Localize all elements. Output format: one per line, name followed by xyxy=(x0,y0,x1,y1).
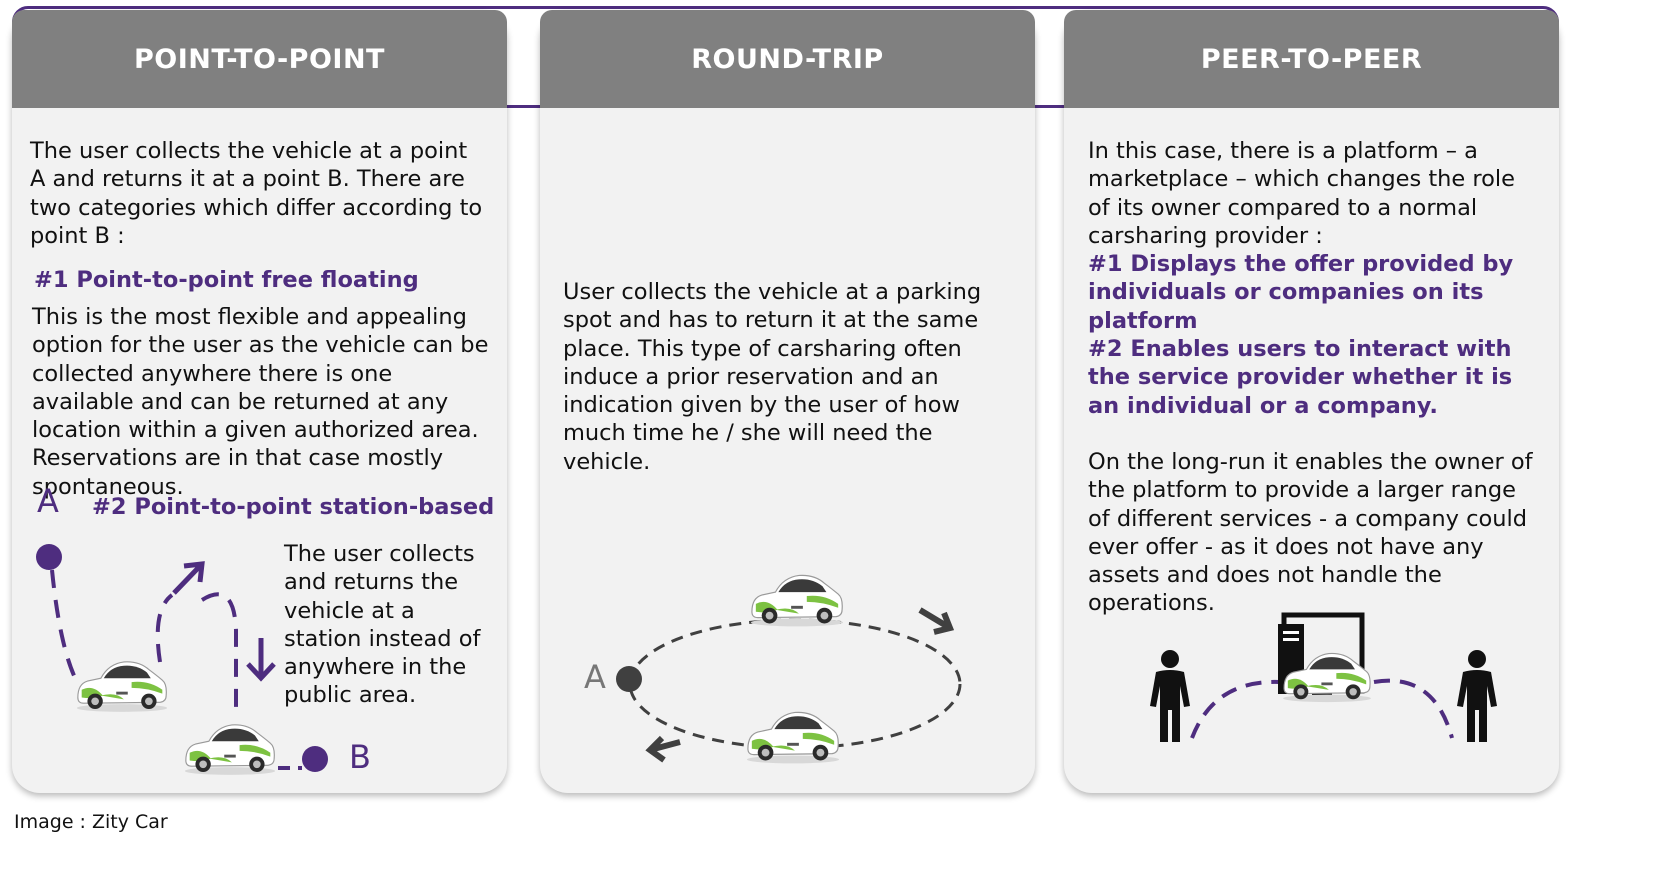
option1-title: #1 Point-to-point free floating xyxy=(34,267,419,293)
arrow-icon xyxy=(172,561,205,595)
car-icon xyxy=(750,574,844,628)
arrow-icon xyxy=(246,638,276,682)
panel-intro: The user collects the vehicle at a point… xyxy=(30,138,483,249)
panel-text: User collects the vehicle at a parking s… xyxy=(563,279,982,475)
point-b-marker xyxy=(302,746,328,772)
panel-intro: In this case, there is a platform – a ma… xyxy=(1088,138,1516,249)
round-trip-diagram xyxy=(616,574,962,765)
panel-point-to-point: POINT-TO-POINT The user collects the veh… xyxy=(12,10,507,793)
point-a-marker xyxy=(36,544,62,570)
person-icon xyxy=(1150,650,1190,742)
point1-text: #1 Displays the offer provided by indivi… xyxy=(1088,251,1514,334)
route-dash xyxy=(155,593,174,663)
option2-text: The user collects and returns the vehicl… xyxy=(284,541,481,709)
arrow-icon xyxy=(918,607,955,635)
panel-text: On the long-run it enables the owner of … xyxy=(1088,449,1533,617)
car-icon xyxy=(76,661,168,713)
image-caption: Image : Zity Car xyxy=(14,811,168,833)
point-b-label: B xyxy=(349,738,371,776)
panel-peer-to-peer: PEER-TO-PEER In this case, there is a pl… xyxy=(1064,10,1559,793)
car-icon xyxy=(184,724,276,776)
point-a-label: A xyxy=(37,482,59,520)
panel-title: POINT-TO-POINT xyxy=(134,43,385,75)
panel-title: ROUND-TRIP xyxy=(691,43,884,75)
panel-title: PEER-TO-PEER xyxy=(1200,43,1423,75)
option2-title: #2 Point-to-point station-based xyxy=(92,494,495,520)
panel-header: PEER-TO-PEER xyxy=(1064,10,1559,108)
point2-text: #2 Enables users to interact with the se… xyxy=(1088,336,1513,419)
point-a-label: A xyxy=(584,658,606,696)
panel-header: POINT-TO-POINT xyxy=(12,10,507,108)
route-dash xyxy=(200,592,238,718)
route-dash xyxy=(50,569,80,685)
panel-round-trip: ROUND-TRIP User collects the vehicle at … xyxy=(540,10,1035,793)
arrow-icon xyxy=(645,735,681,763)
person-icon xyxy=(1457,650,1497,742)
peer-to-peer-diagram xyxy=(1150,612,1497,742)
station-route-diagram xyxy=(36,544,328,776)
link-dash xyxy=(1190,679,1280,739)
link-dash xyxy=(1373,678,1454,739)
car-icon xyxy=(746,711,840,765)
option1-text: This is the most flexible and appealing … xyxy=(32,304,489,500)
panel-header: ROUND-TRIP xyxy=(540,10,1035,108)
point-a-marker xyxy=(616,666,642,692)
